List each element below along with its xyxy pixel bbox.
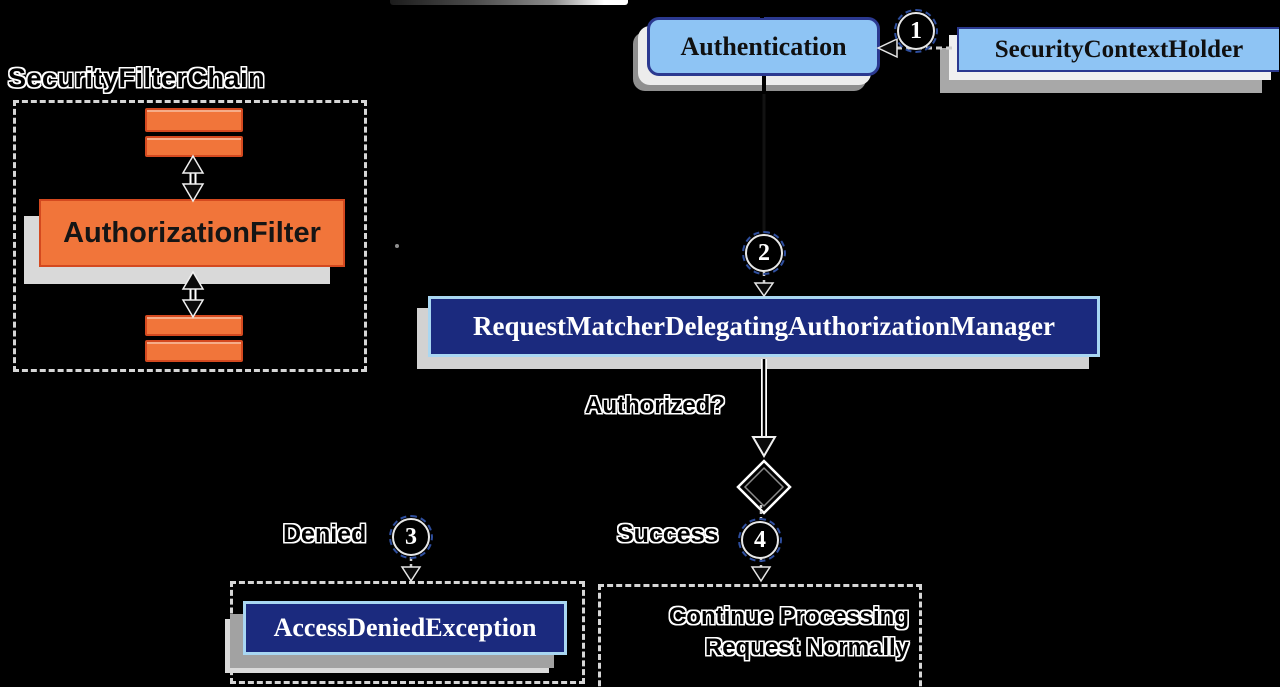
authorization-manager-node: RequestMatcherDelegatingAuthorizationMan… [428,296,1100,357]
security-context-holder-node: SecurityContextHolder [957,27,1279,72]
security-filter-chain-container: AuthorizationFilter [13,100,367,372]
authorization-filter-label: AuthorizationFilter [63,216,321,249]
down-arrowhead-icon [753,282,775,298]
left-arrowhead-icon [876,37,898,59]
filter-bar [145,108,243,132]
stray-dot [395,244,399,248]
security-context-holder-label: SecurityContextHolder [994,35,1244,63]
step-3-badge: 3 [389,515,433,559]
step-4-badge: 4 [738,518,782,562]
continue-processing-line2: Request Normally [704,634,909,661]
filter-bar [145,340,243,362]
filter-bar [145,315,243,336]
access-denied-exception-label: AccessDeniedException [273,613,537,642]
denied-edge-label: Denied [283,520,367,548]
decision-diamond-inner [743,466,785,508]
decision-diamond-icon [736,459,792,515]
down-arrowhead-icon [751,436,777,458]
security-filter-chain-label: SecurityFilterChain [8,63,266,93]
cropped-shape-remnant [390,0,628,5]
authorization-manager-label: RequestMatcherDelegatingAuthorizationMan… [473,311,1055,341]
denied-result-container: AccessDeniedException [230,581,585,684]
filter-bar [145,136,243,157]
authorized-edge-label: Authorized? [585,392,725,419]
continue-processing-node: Continue Processing Request Normally [598,584,922,687]
down-arrowhead-icon [400,566,422,583]
down-arrowhead-icon [750,566,772,583]
step-2-badge: 2 [742,231,786,275]
authorization-filter-node: AuthorizationFilter [39,199,345,267]
continue-processing-line1: Continue Processing [668,603,909,630]
authentication-node: Authentication [647,17,880,76]
success-edge-label: Success [617,520,719,548]
access-denied-exception-node: AccessDeniedException [243,601,567,655]
step-1-badge: 1 [894,9,938,53]
authentication-label: Authentication [680,31,847,61]
